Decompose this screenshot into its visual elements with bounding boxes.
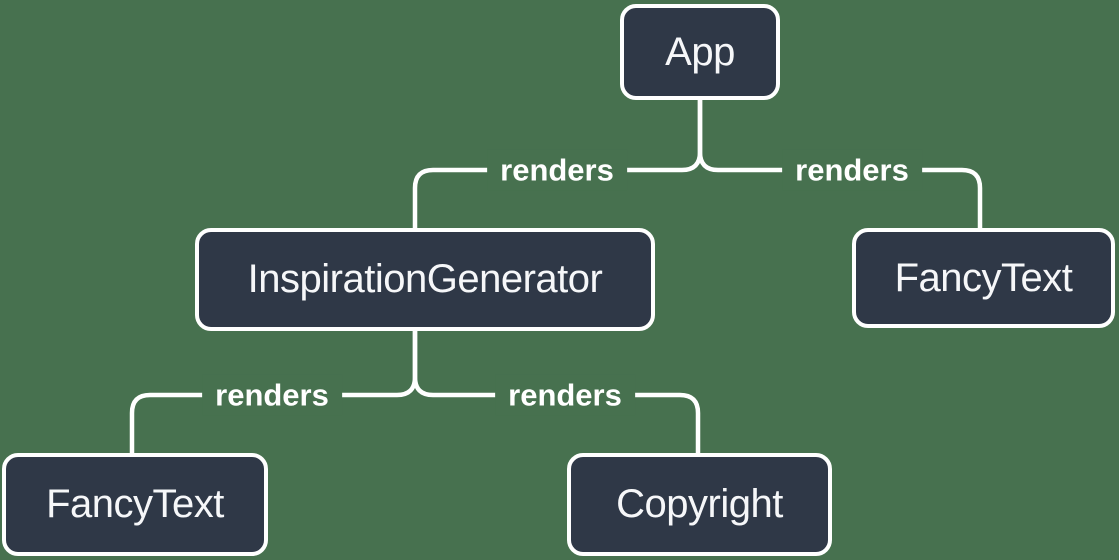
edge-label-inspirationgenerator-copyright: renders [495, 374, 635, 416]
node-inspiration-generator-label: InspirationGenerator [247, 257, 603, 301]
edge-label-inspirationgenerator-fancytext: renders [202, 374, 342, 416]
node-copyright: Copyright [567, 453, 832, 556]
node-fancy-text-bottom-left: FancyText [2, 453, 268, 556]
node-app-label: App [665, 29, 735, 74]
node-fancy-text-top-right-label: FancyText [894, 255, 1073, 300]
node-app: App [620, 4, 780, 100]
node-fancy-text-bottom-left-label: FancyText [46, 482, 224, 526]
node-copyright-label: Copyright [616, 482, 783, 526]
edge-label-app-inspirationgenerator: renders [487, 149, 627, 191]
node-inspiration-generator: InspirationGenerator [195, 228, 655, 331]
edge-label-app-fancytext: renders [782, 149, 922, 191]
node-fancy-text-top-right: FancyText [852, 228, 1115, 328]
